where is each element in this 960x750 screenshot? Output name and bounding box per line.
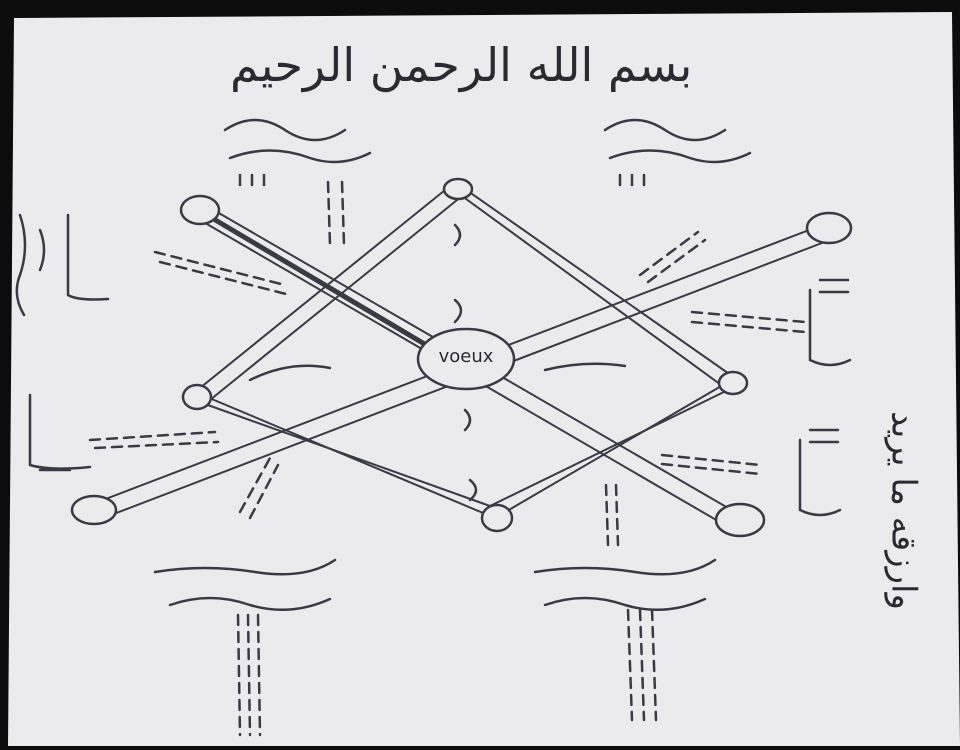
basmala-title: بسم الله الرحمن الرحيم [230,38,693,92]
center-word: voeux [438,346,494,367]
vertex-circles [70,177,853,538]
handwriting-marks [15,118,852,612]
dashed-rays [88,180,807,737]
center-circle [416,327,516,391]
side-text: وارزقه ما يريد [883,411,924,610]
